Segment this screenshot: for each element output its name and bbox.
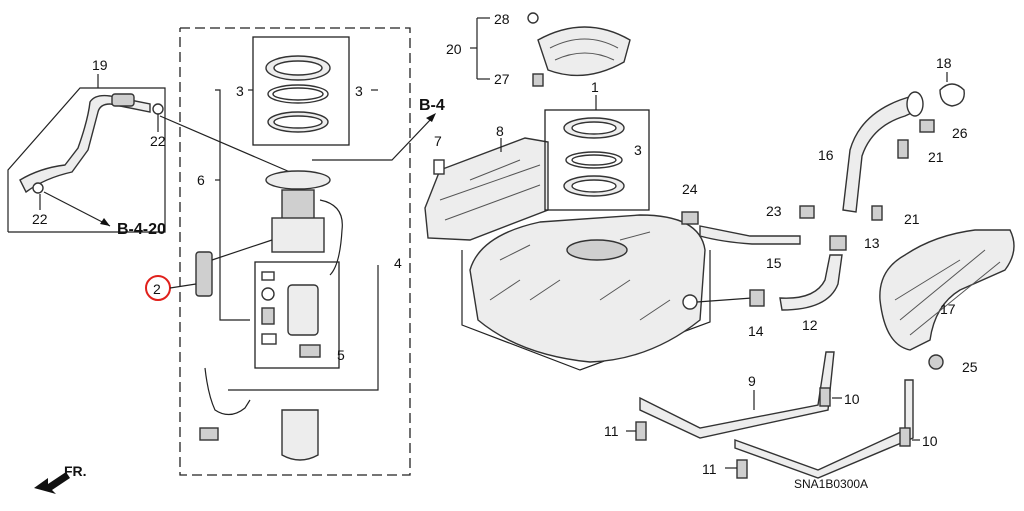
fuel-pump-group — [179, 27, 411, 476]
filler-group — [681, 72, 1015, 370]
callout-14: 14 — [748, 323, 764, 339]
clip-13 — [829, 235, 847, 251]
callout-1: 1 — [591, 79, 599, 95]
clip-24 — [681, 211, 699, 225]
vent-hose — [699, 225, 801, 245]
callout-27: 27 — [494, 71, 510, 87]
callout-21-upper: 21 — [928, 149, 944, 165]
callout-10-lower: 10 — [922, 433, 938, 449]
callout-8: 8 — [496, 123, 504, 139]
pump-reservoir — [271, 217, 325, 253]
callout-23: 23 — [766, 203, 782, 219]
filler-neck-port — [682, 294, 698, 310]
tank-strap-lower — [734, 379, 914, 479]
tube-joint — [111, 93, 135, 107]
pump-flange — [265, 170, 331, 190]
clip-26 — [919, 119, 935, 133]
clip-23 — [799, 205, 815, 219]
filler-cap — [939, 83, 965, 107]
vent-tube-group — [7, 74, 291, 233]
callout-20: 20 — [446, 41, 462, 57]
callout-24: 24 — [682, 181, 698, 197]
callout-25: 25 — [962, 359, 978, 375]
callout-11-lower: 11 — [702, 461, 717, 477]
callout-28: 28 — [494, 11, 510, 27]
vent-tube — [19, 94, 151, 194]
pump-strainer — [281, 409, 319, 461]
tank-strap-upper — [639, 351, 835, 439]
callout-2: 2 — [153, 281, 161, 297]
callout-2-highlight: 2 — [145, 275, 197, 301]
bolt-11-lower — [736, 459, 748, 479]
heat-shield — [424, 137, 549, 241]
bolt-10-lower — [899, 427, 911, 447]
callout-labels: 19 22 22 B-4-20 2 3 3 6 4 5 B-4 7 8 28 2… — [32, 11, 978, 491]
filler-hose — [779, 254, 843, 311]
fuel-tank — [469, 214, 706, 363]
ref-b4-20: B-4-20 — [117, 221, 166, 238]
diagram-code: SNA1B0300A — [794, 477, 868, 491]
filler-pipe-end — [906, 91, 924, 117]
clip-14 — [749, 289, 765, 307]
tank-group — [424, 12, 920, 479]
callout-7: 7 — [434, 133, 442, 149]
bolt-21-upper — [897, 139, 909, 159]
clip-22-upper — [152, 103, 164, 115]
clip-5 — [299, 344, 321, 358]
callout-13: 13 — [864, 235, 880, 251]
callout-16: 16 — [818, 147, 834, 163]
bolt-10-upper — [819, 387, 831, 407]
clip-25 — [928, 354, 944, 370]
callout-22-lower: 22 — [32, 211, 48, 227]
clip-28 — [527, 12, 539, 24]
clip-22-lower — [32, 182, 44, 194]
fr-label: FR. — [64, 463, 87, 479]
callout-9: 9 — [748, 373, 756, 389]
tank-opening — [566, 239, 628, 261]
callout-3-tank: 3 — [634, 142, 642, 158]
callout-22-upper: 22 — [150, 133, 166, 149]
front-direction: FR. — [34, 463, 87, 494]
callout-6: 6 — [197, 172, 205, 188]
callout-11-upper: 11 — [604, 423, 619, 439]
harness-connector — [199, 427, 219, 441]
callout-12: 12 — [802, 317, 818, 333]
callout-5: 5 — [337, 347, 345, 363]
fuel-filter — [287, 284, 319, 336]
callout-10-upper: 10 — [844, 391, 860, 407]
bolt-21-lower — [871, 205, 883, 221]
callout-19: 19 — [92, 57, 108, 73]
callout-3-left: 3 — [236, 83, 244, 99]
callout-3-right: 3 — [355, 83, 363, 99]
callout-18: 18 — [936, 55, 952, 71]
callout-17: 17 — [940, 301, 956, 317]
clip-7 — [433, 159, 445, 175]
clip-27 — [532, 73, 544, 87]
callout-26: 26 — [952, 125, 968, 141]
callout-15: 15 — [766, 255, 782, 271]
front-arrow-icon — [34, 472, 70, 494]
callout-4: 4 — [394, 255, 402, 271]
ref-b4: B-4 — [419, 97, 445, 114]
callout-21-lower: 21 — [904, 211, 920, 227]
bolt-11-upper — [635, 421, 647, 441]
filler-shield — [879, 229, 1015, 351]
fuel-level-sensor — [195, 251, 213, 297]
tank-cover — [537, 26, 631, 77]
